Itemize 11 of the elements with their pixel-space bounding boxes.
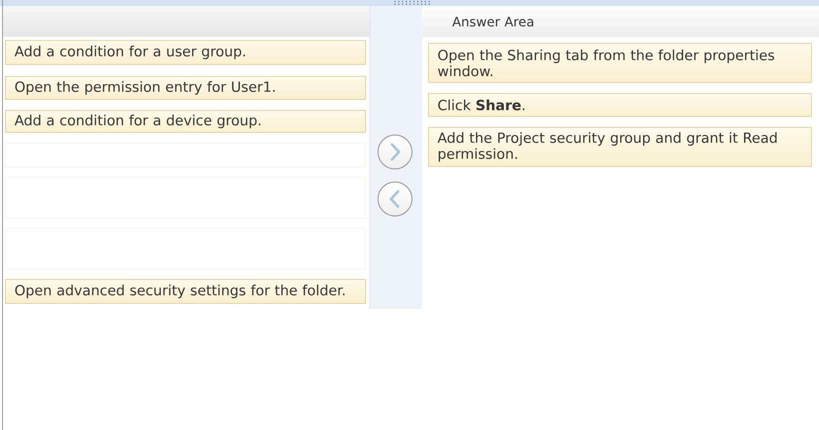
answer-item: Add a condition for a user group. xyxy=(5,40,366,65)
answer-item: Open the permission entry for User1. xyxy=(5,76,366,100)
drop-box xyxy=(5,142,366,168)
panel-heading: Answer Area xyxy=(452,16,534,27)
answer-item: Add a condition for a device group. xyxy=(5,110,366,133)
answer-item: Open advanced security settings for the folder. xyxy=(5,279,366,304)
answer-item: Add the Project security group and grant it Read permission. xyxy=(428,126,812,167)
answer-item: Click Share. xyxy=(428,93,812,117)
drop-box xyxy=(5,228,366,270)
drop-box xyxy=(5,177,366,218)
answer-item: Open the Sharing tab from the folder properties window. xyxy=(428,42,812,83)
